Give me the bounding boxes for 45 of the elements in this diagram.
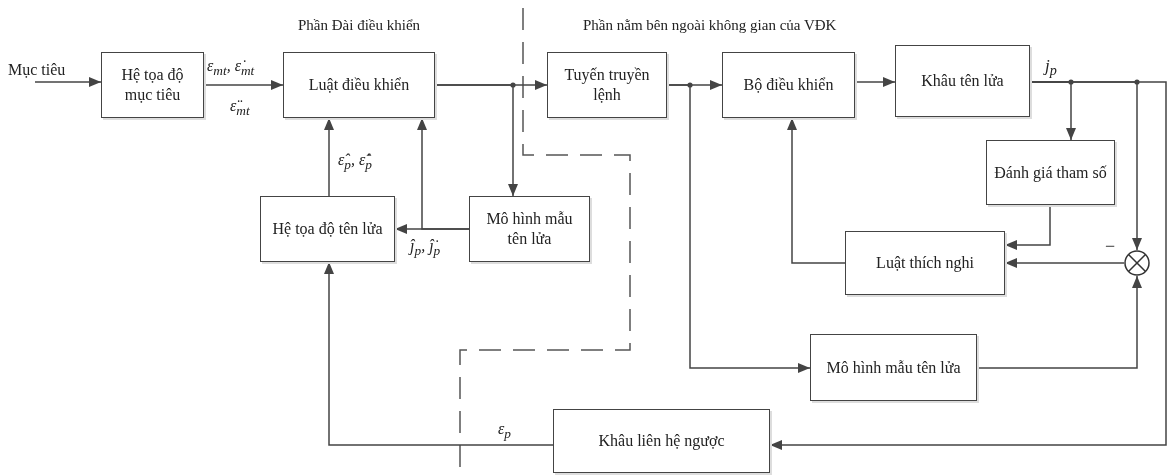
process-box <box>260 196 395 262</box>
process-box <box>547 52 667 118</box>
arrow <box>666 84 811 373</box>
edge-label: ε$_{p}$ <box>498 419 511 443</box>
edge-label: ε̂$_{p}$, ε̂̇$_{p}$ <box>338 150 372 174</box>
process-box <box>101 52 204 118</box>
node-label: Tuyến truyền lệnh <box>563 65 651 105</box>
process-box <box>895 45 1030 117</box>
signal-label: j$_{p}$ <box>1045 56 1057 80</box>
arrow <box>417 117 470 230</box>
process-box <box>722 52 855 118</box>
node-label: Khâu liên hệ ngược <box>598 431 725 451</box>
signal-label: ε̈$_{mt}$ <box>230 96 250 120</box>
node-label: Khâu tên lửa <box>921 71 1004 91</box>
node-label: Đánh giá tham số <box>994 162 1107 183</box>
process-box <box>469 196 590 262</box>
process-box <box>810 334 977 401</box>
node-label: Mô hình mẫu tên lửa <box>826 357 961 378</box>
node-label: Hệ tọa độ tên lửa <box>272 219 383 239</box>
edge-label: Mục tiêu <box>8 60 66 80</box>
arrow <box>976 275 1142 369</box>
arrow <box>34 77 102 87</box>
process-box <box>845 231 1005 295</box>
node-label: Mô hình mẫu tên lửa <box>485 209 574 249</box>
arrow <box>787 117 846 264</box>
arrow <box>324 117 334 197</box>
section-title: Phần Đài điều khiển <box>298 16 421 34</box>
process-box <box>283 52 435 118</box>
arrow <box>1004 258 1125 268</box>
sign-label: − <box>1105 236 1116 258</box>
arrow <box>434 84 518 197</box>
section-title: Phần nằm bên ngoài không gian của VĐK <box>583 16 837 34</box>
process-box <box>986 140 1115 205</box>
node-label: Luật điều khiển <box>308 75 410 95</box>
arrow <box>324 261 554 446</box>
arrow <box>1004 204 1051 250</box>
arrow <box>854 77 896 87</box>
arrow <box>203 80 284 90</box>
edge-label: ε$_{mt}$, ε̇$_{mt}$ <box>207 56 255 80</box>
process-box <box>553 409 770 473</box>
arrow <box>769 81 1167 450</box>
node-label: Hệ tọa độ mục tiêu <box>120 65 185 105</box>
edge-label: ĵ$_{p}$, ĵ̇$_{p}$ <box>410 236 441 260</box>
node-label: Bộ điều khiển <box>743 75 834 95</box>
node-label: Luật thích nghi <box>876 253 974 273</box>
